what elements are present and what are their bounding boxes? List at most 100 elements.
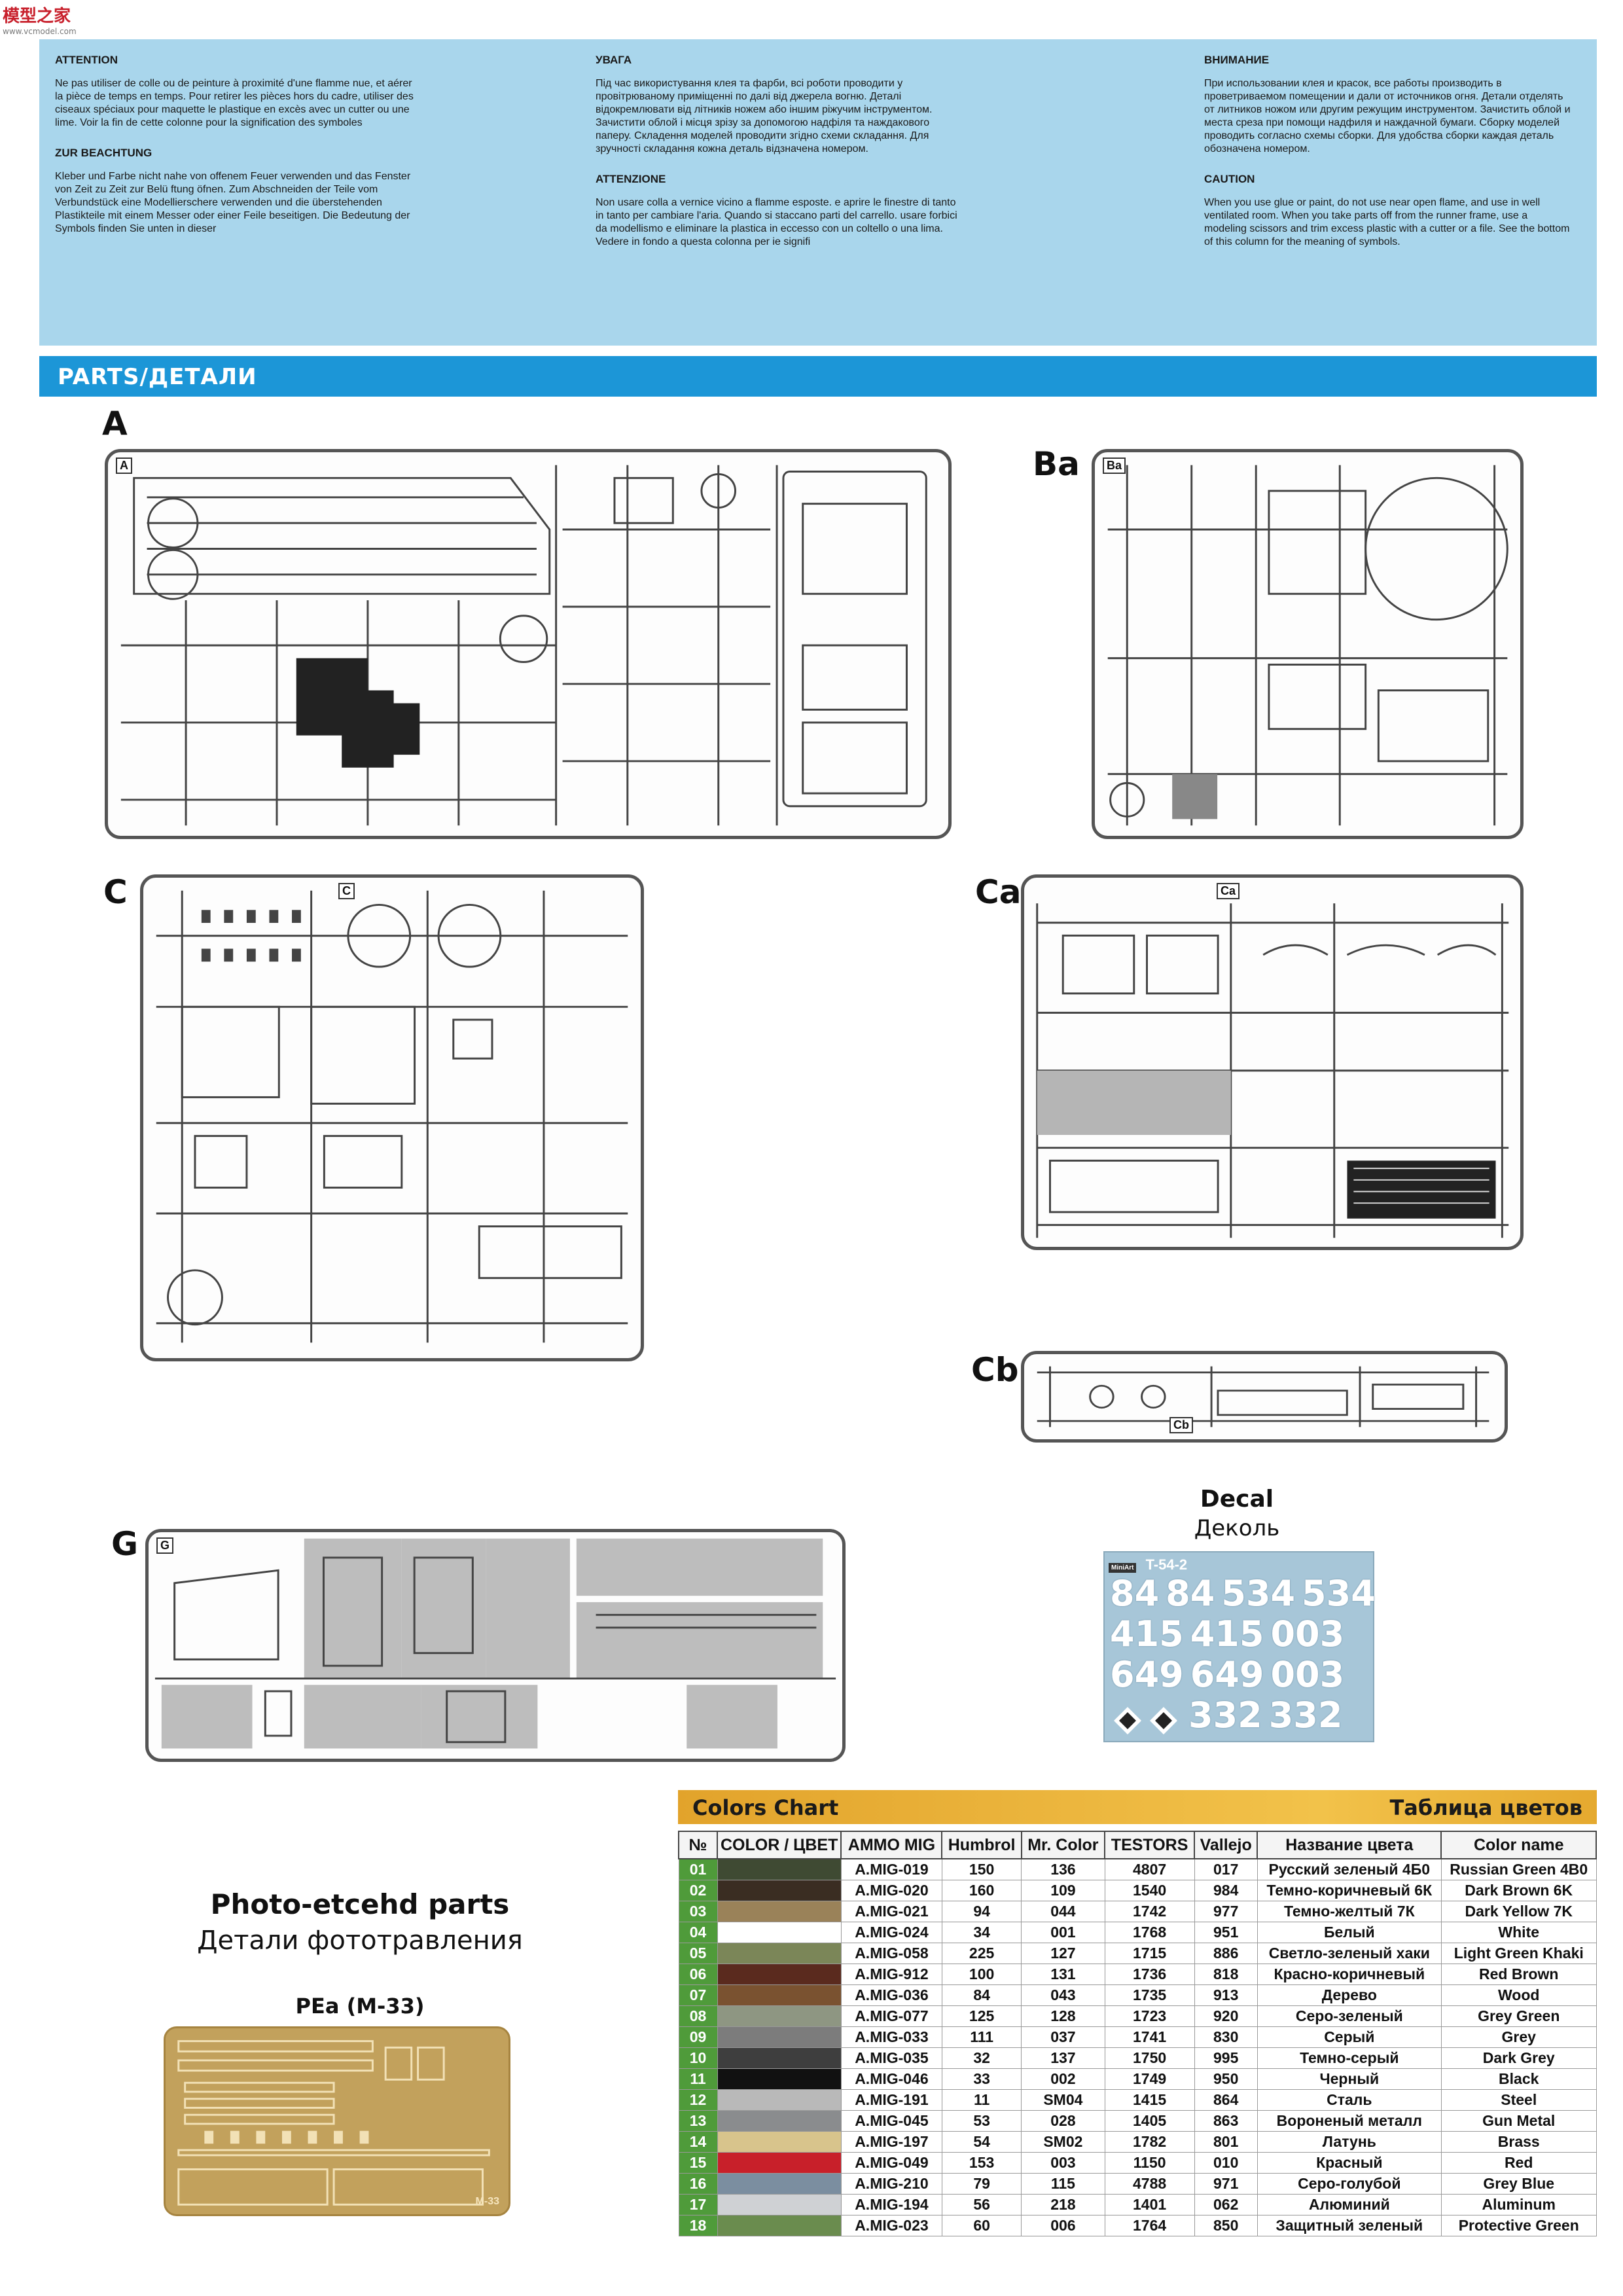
sprue-g-tag: G bbox=[156, 1537, 174, 1554]
color-humbrol: 94 bbox=[941, 1901, 1022, 1922]
color-humbrol: 225 bbox=[941, 1943, 1022, 1964]
color-en: Steel bbox=[1440, 2089, 1597, 2111]
color-en: Dark Yellow 7K bbox=[1440, 1901, 1597, 1922]
color-humbrol: 53 bbox=[941, 2110, 1022, 2132]
color-mrcolor: 001 bbox=[1021, 1922, 1105, 1943]
color-ammo: A.MIG-021 bbox=[840, 1901, 942, 1922]
color-swatch bbox=[717, 1922, 842, 1943]
parts-section-header: PARTS/ДЕТАЛИ bbox=[39, 356, 1597, 397]
color-mrcolor: 115 bbox=[1021, 2173, 1105, 2195]
color-ru: Серый bbox=[1257, 2026, 1442, 2048]
sprue-g: G bbox=[145, 1529, 846, 1762]
warning-heading: ВНИМАНИЕ bbox=[1204, 54, 1270, 66]
color-number: 11 bbox=[678, 2068, 718, 2090]
decal-header: MiniArt T-54-2 bbox=[1109, 1556, 1187, 1573]
color-en: White bbox=[1440, 1922, 1597, 1943]
sprue-ca-tag: Ca bbox=[1217, 883, 1240, 899]
color-humbrol: 33 bbox=[941, 2068, 1022, 2090]
decal-title-en: Decal bbox=[1200, 1486, 1274, 1513]
decal-number: 415 bbox=[1190, 1613, 1264, 1655]
decal-number: 415 bbox=[1110, 1613, 1184, 1655]
color-vallejo: 818 bbox=[1194, 1964, 1258, 1985]
warnings-col-2: УВАГА Під час використування клея та фар… bbox=[596, 54, 962, 266]
color-en: Dark Brown 6K bbox=[1440, 1880, 1597, 1901]
colors-chart-header: Colors Chart Таблица цветов bbox=[678, 1790, 1597, 1824]
color-humbrol: 79 bbox=[941, 2173, 1022, 2195]
photo-etch-sheet-name: PEa (M-33) bbox=[295, 1994, 425, 2018]
color-en: Red bbox=[1440, 2152, 1597, 2174]
watermark-logo: 模型之家 www.vcmodel.com bbox=[3, 3, 77, 36]
color-testors: 1723 bbox=[1104, 2005, 1195, 2027]
color-mrcolor: 002 bbox=[1021, 2068, 1105, 2090]
color-ammo: A.MIG-019 bbox=[840, 1858, 942, 1880]
color-ammo: A.MIG-191 bbox=[840, 2089, 942, 2111]
column-header: Humbrol bbox=[941, 1831, 1022, 1859]
decal-sheet: MiniArt T-54-2 84 84 534 534 415 415 003… bbox=[1103, 1551, 1376, 1742]
sprue-a-tag: A bbox=[116, 457, 132, 474]
color-swatch bbox=[717, 2215, 842, 2236]
color-vallejo: 886 bbox=[1194, 1943, 1258, 1964]
color-number: 03 bbox=[678, 1901, 718, 1922]
color-vallejo: 062 bbox=[1194, 2194, 1258, 2215]
sprue-c-drawing bbox=[156, 890, 628, 1343]
color-testors: 1750 bbox=[1104, 2047, 1195, 2069]
color-ammo: A.MIG-058 bbox=[840, 1943, 942, 1964]
color-humbrol: 100 bbox=[941, 1964, 1022, 1985]
warning-text: Kleber und Farbe nicht nahe von offenem … bbox=[55, 171, 411, 234]
color-vallejo: 950 bbox=[1194, 2068, 1258, 2090]
color-vallejo: 801 bbox=[1194, 2131, 1258, 2153]
photo-etch-title-ru: Детали фототравления bbox=[197, 1926, 523, 1956]
color-humbrol: 60 bbox=[941, 2215, 1022, 2236]
color-vallejo: 913 bbox=[1194, 1984, 1258, 2006]
sprue-a: A bbox=[105, 449, 952, 839]
column-header: AMMO MIG bbox=[840, 1831, 943, 1859]
photo-etch-mark: M-33 bbox=[475, 2196, 499, 2207]
color-swatch bbox=[717, 2068, 842, 2090]
color-number: 01 bbox=[678, 1858, 718, 1880]
warning-heading: CAUTION bbox=[1204, 173, 1255, 185]
color-ammo: A.MIG-033 bbox=[840, 2026, 942, 2048]
color-vallejo: 017 bbox=[1194, 1858, 1258, 1880]
column-header: Color name bbox=[1440, 1831, 1597, 1859]
color-vallejo: 830 bbox=[1194, 2026, 1258, 2048]
color-number: 02 bbox=[678, 1880, 718, 1901]
color-swatch bbox=[717, 2152, 842, 2174]
color-ammo: A.MIG-024 bbox=[840, 1922, 942, 1943]
warnings-col-1: ATTENTION Ne pas utiliser de colle ou de… bbox=[55, 54, 421, 253]
decal-number: 649 bbox=[1110, 1654, 1184, 1695]
column-header: COLOR / ЦВЕТ bbox=[716, 1831, 842, 1859]
color-swatch bbox=[717, 2110, 842, 2132]
color-ru: Серо-голубой bbox=[1257, 2173, 1442, 2195]
color-mrcolor: 218 bbox=[1021, 2194, 1105, 2215]
sprue-ba-label: Ba bbox=[1033, 445, 1080, 483]
color-swatch bbox=[717, 2047, 842, 2069]
color-swatch bbox=[717, 1901, 842, 1922]
color-ammo: A.MIG-077 bbox=[840, 2005, 942, 2027]
color-number: 16 bbox=[678, 2173, 718, 2195]
decal-number: 534 bbox=[1302, 1573, 1376, 1614]
color-humbrol: 34 bbox=[941, 1922, 1022, 1943]
column-header: Mr. Color bbox=[1020, 1831, 1106, 1859]
decal-number: 84 bbox=[1110, 1573, 1160, 1614]
color-ammo: A.MIG-035 bbox=[840, 2047, 942, 2069]
sprue-cb: Cb bbox=[1021, 1351, 1508, 1443]
warning-heading: ATTENZIONE bbox=[596, 173, 666, 185]
color-number: 09 bbox=[678, 2026, 718, 2048]
color-ammo: A.MIG-194 bbox=[840, 2194, 942, 2215]
color-humbrol: 150 bbox=[941, 1858, 1022, 1880]
color-number: 08 bbox=[678, 2005, 718, 2027]
color-ru: Темно-коричневый 6К bbox=[1257, 1880, 1442, 1901]
sprue-a-label: A bbox=[102, 404, 128, 442]
decal-title: Decal Деколь bbox=[1152, 1486, 1322, 1541]
color-humbrol: 84 bbox=[941, 1984, 1022, 2006]
color-ru: Защитный зеленый bbox=[1257, 2215, 1442, 2236]
color-mrcolor: SM04 bbox=[1021, 2089, 1105, 2111]
